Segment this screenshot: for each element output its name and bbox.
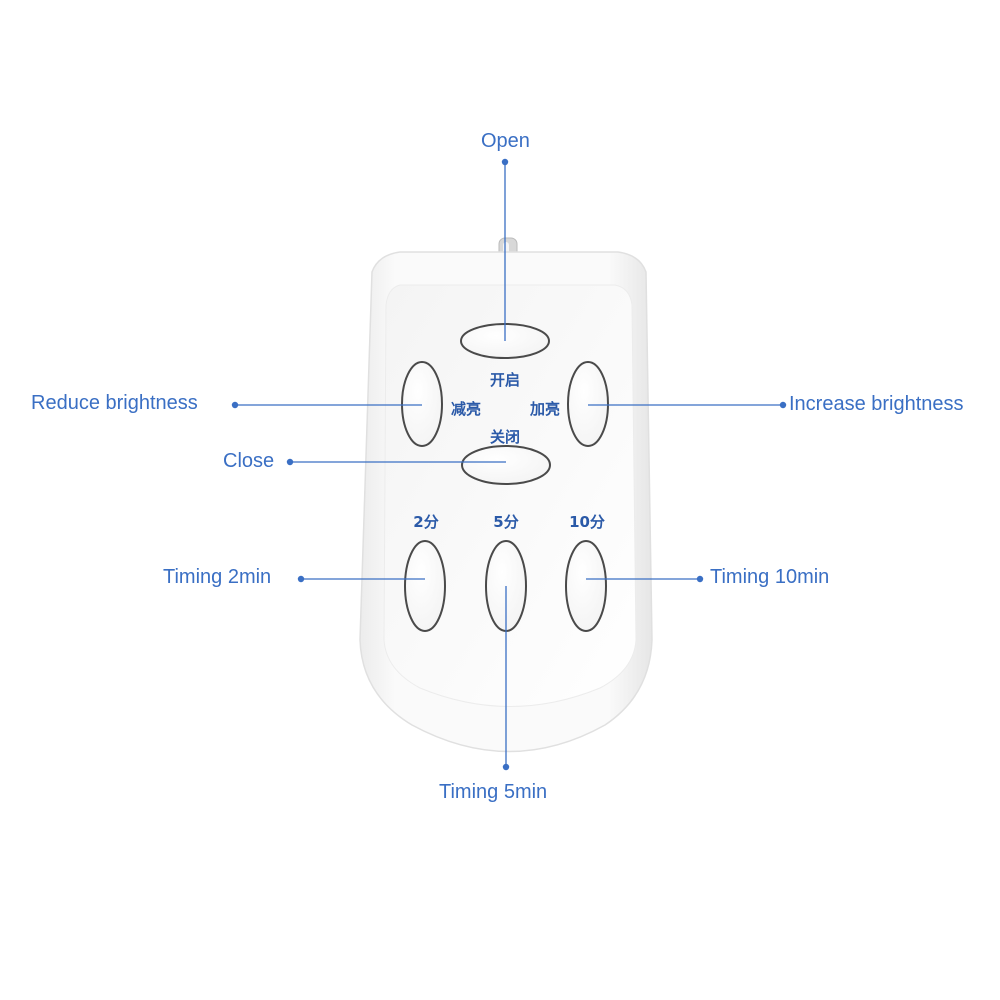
increase-brightness-button[interactable] — [567, 361, 609, 447]
reduce-brightness-button[interactable] — [401, 361, 443, 447]
timing-10min-button[interactable] — [565, 540, 607, 632]
callout-line-close — [286, 458, 506, 466]
callout-timing-5min: Timing 5min — [439, 781, 548, 803]
printed-10min-label: 10分 — [569, 513, 605, 531]
printed-reduce-label: 减亮 — [451, 400, 481, 418]
callout-open: Open — [481, 130, 530, 152]
timing-2min-button[interactable] — [404, 540, 446, 632]
close-button[interactable] — [461, 445, 551, 485]
callout-line-timing-2 — [297, 575, 425, 583]
callout-line-increase — [588, 401, 787, 409]
printed-open-label: 开启 — [490, 371, 520, 389]
callout-line-open — [501, 158, 509, 341]
callout-close: Close — [223, 450, 275, 472]
callout-line-reduce — [231, 401, 422, 409]
printed-increase-label: 加亮 — [529, 400, 560, 418]
printed-5min-label: 5分 — [493, 513, 518, 531]
callout-timing-2min: Timing 2min — [163, 566, 272, 588]
callout-line-timing-10 — [586, 575, 704, 583]
callout-increase-brightness: Increase brightness — [789, 393, 964, 415]
printed-2min-label: 2分 — [413, 513, 438, 531]
printed-close-label: 关闭 — [490, 428, 520, 446]
callout-reduce-brightness: Reduce brightness — [31, 392, 198, 414]
callout-timing-10min: Timing 10min — [710, 566, 830, 588]
callout-line-timing-5 — [502, 586, 510, 771]
